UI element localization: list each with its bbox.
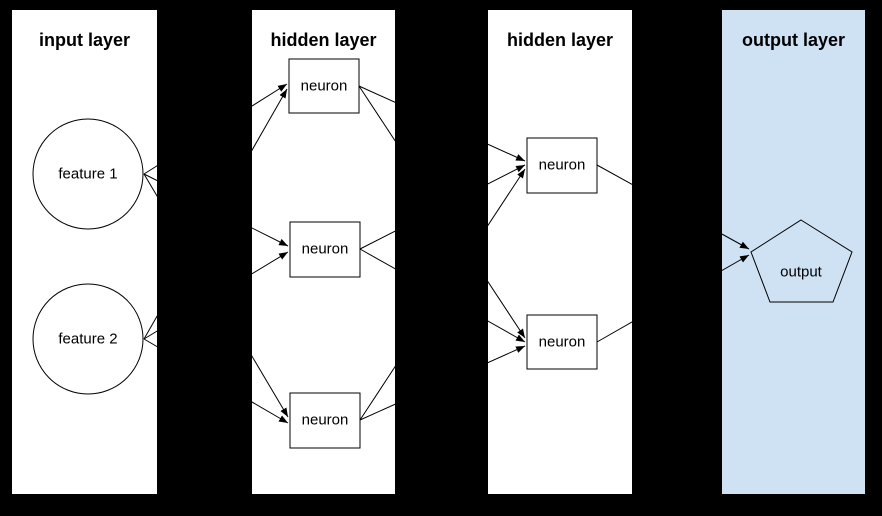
- node-hidden1-neuron-1: neuron: [288, 58, 360, 114]
- edge-feature2-to-h1n1: [143, 88, 288, 340]
- output-pentagon: [750, 219, 853, 303]
- hidden-layer-1-title: hidden layer: [270, 30, 377, 50]
- panel-input-layer: input layer: [12, 10, 157, 494]
- hidden2-neuron-1-label: neuron: [539, 157, 586, 174]
- output-layer-title: output layer: [741, 30, 845, 50]
- node-feature-1: feature 1: [32, 118, 144, 230]
- edge-h1n1-to-h2n1: [358, 85, 526, 162]
- panel-hidden-layer-2: hidden layer: [488, 10, 632, 494]
- edges-group: [143, 83, 750, 424]
- node-hidden1-neuron-3: neuron: [289, 392, 361, 449]
- edge-h1n2-to-h2n1: [359, 164, 526, 250]
- hidden1-neuron-1-label: neuron: [301, 78, 348, 95]
- edge-h1n3-to-h2n1: [359, 168, 526, 421]
- hidden1-neuron-2-rect: [289, 221, 361, 278]
- edge-h2n1-to-output: [596, 164, 750, 250]
- node-hidden2-neuron-2: neuron: [526, 314, 598, 370]
- edge-h1n3-to-h2n2: [359, 345, 526, 421]
- hidden-layer-2-title: hidden layer: [506, 30, 614, 50]
- node-hidden1-neuron-2: neuron: [289, 221, 361, 278]
- edge-h2n2-to-output: [596, 254, 750, 343]
- node-feature-2: feature 2: [32, 283, 144, 395]
- edge-feature1-to-h1n1: [143, 83, 288, 175]
- hidden1-neuron-3-rect: [289, 392, 361, 449]
- edge-feature1-to-h1n2: [143, 173, 289, 247]
- hidden1-neuron-1-rect: [288, 58, 360, 114]
- feature-2-label: feature 2: [58, 331, 117, 348]
- output-label: output: [780, 264, 823, 281]
- hidden1-neuron-2-label: neuron: [302, 241, 349, 258]
- hidden2-neuron-2-label: neuron: [539, 334, 586, 351]
- hidden2-neuron-2-rect: [526, 314, 598, 370]
- edge-h1n1-to-h2n2: [358, 85, 526, 339]
- node-hidden2-neuron-1: neuron: [526, 137, 598, 194]
- feature-1-circle: [32, 118, 144, 230]
- edge-feature2-to-h1n2: [143, 251, 289, 340]
- edge-feature2-to-h1n3: [143, 338, 289, 424]
- input-layer-title: input layer: [38, 30, 131, 50]
- feature-2-circle: [32, 283, 144, 395]
- hidden2-neuron-1-rect: [526, 137, 598, 194]
- feature-1-label: feature 1: [58, 166, 117, 183]
- edge-h1n2-to-h2n2: [359, 248, 526, 343]
- hidden1-neuron-3-label: neuron: [302, 412, 349, 429]
- node-output: output: [750, 219, 853, 303]
